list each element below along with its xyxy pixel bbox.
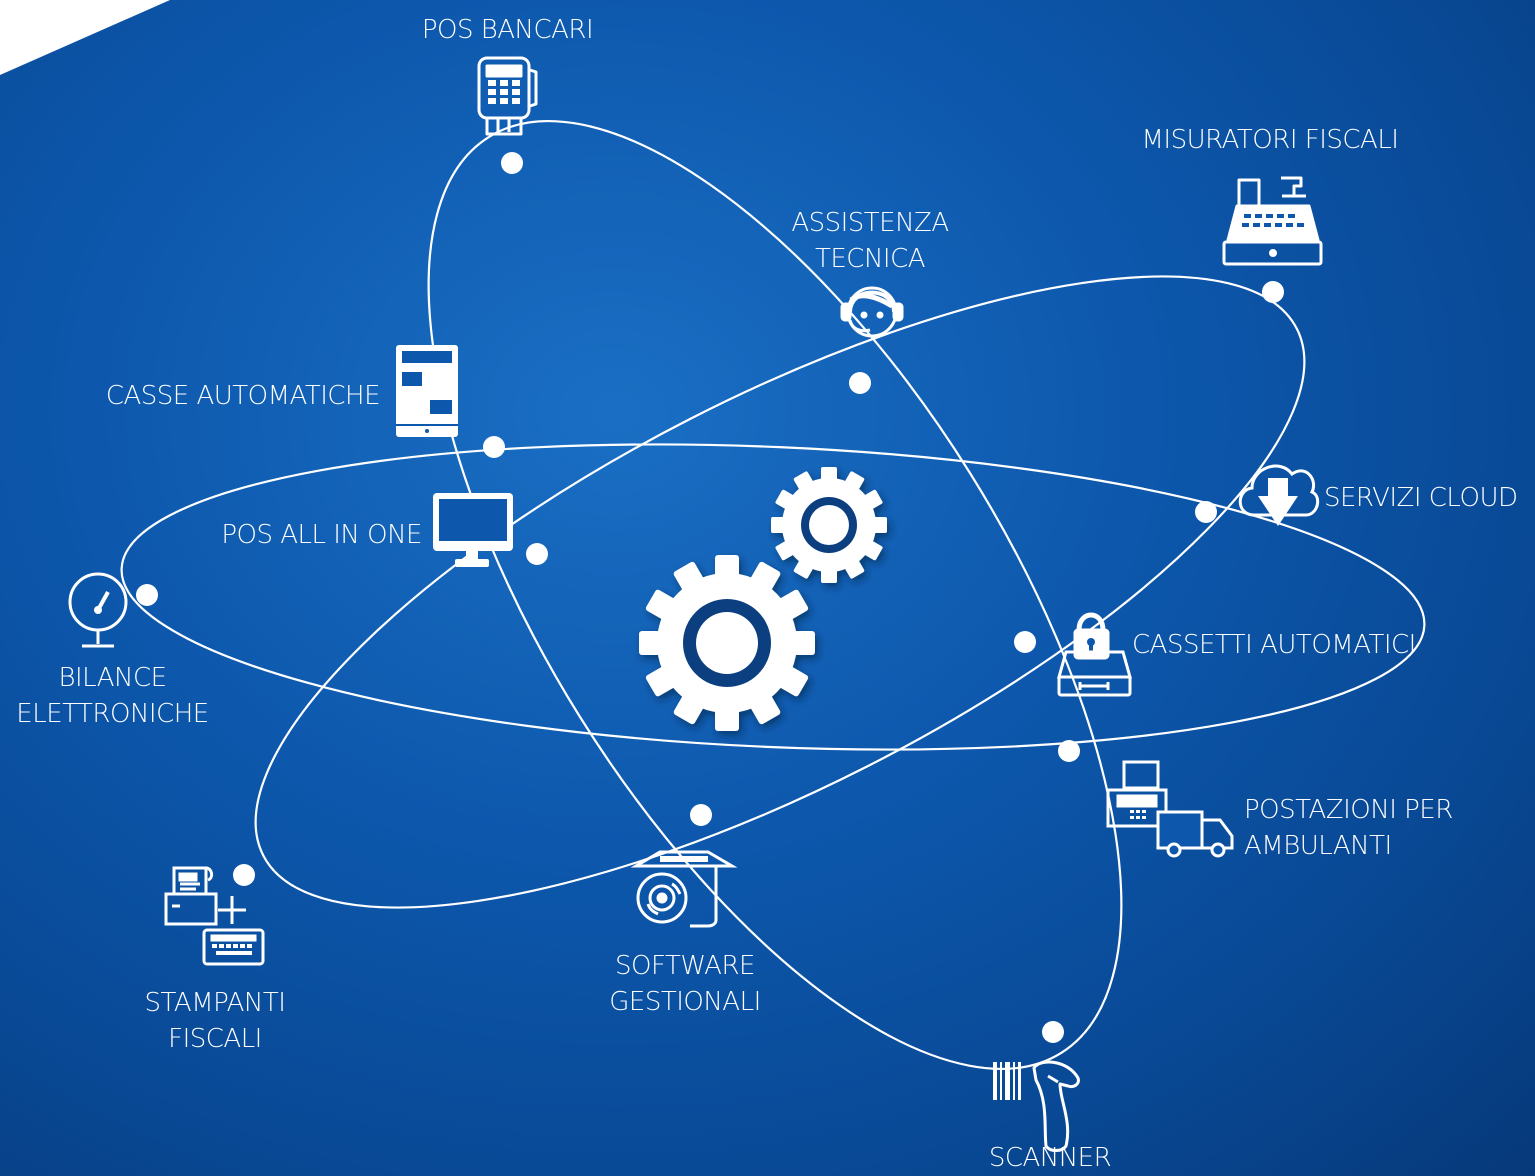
label-stampanti-line1: STAMPANTI	[144, 988, 286, 1018]
orbit-horizontal	[120, 443, 1426, 751]
node-cloud	[1195, 501, 1217, 523]
pos-terminal-icon	[477, 56, 538, 136]
label-assistenza-line1: ASSISTENZA	[791, 208, 949, 238]
label-stampanti-line2: FISCALI	[168, 1024, 262, 1054]
locked-drawer-icon	[1057, 612, 1132, 697]
node-stampanti	[233, 864, 255, 886]
label-bilance-line1: BILANCE	[58, 663, 167, 693]
orbit-diagonal-left	[427, 120, 1123, 1070]
corner-decoration	[0, 0, 170, 75]
fax-truck-icon	[1106, 760, 1234, 858]
label-scanner: SCANNER	[988, 1143, 1112, 1173]
node-pos-all-in-one	[526, 543, 548, 565]
orbit-diagonal-right	[254, 275, 1306, 909]
label-bilance-elettroniche: BILANCE ELETTRONICHE	[0, 660, 225, 732]
small-gear-icon	[771, 467, 887, 583]
node-postazioni	[1058, 740, 1080, 762]
cloud-download-icon	[1238, 464, 1320, 526]
label-software-gestionali: SOFTWARE GESTIONALI	[580, 948, 790, 1020]
label-software-line1: SOFTWARE	[615, 951, 755, 981]
node-cassetti	[1014, 631, 1036, 653]
software-disc-icon	[630, 850, 738, 928]
node-software	[690, 804, 712, 826]
node-bilance	[136, 584, 158, 606]
label-software-line2: GESTIONALI	[609, 987, 761, 1017]
printer-keyboard-icon	[164, 866, 265, 966]
node-scanner	[1042, 1021, 1064, 1043]
label-bilance-line2: ELETTRONICHE	[16, 699, 209, 729]
scale-icon	[68, 572, 128, 648]
label-assistenza-line2: TECNICA	[814, 244, 926, 274]
automatic-cash-machine-icon	[396, 345, 458, 437]
label-servizi-cloud: SERVIZI CLOUD	[1324, 483, 1518, 513]
label-pos-all-in-one: POS ALL IN ONE	[221, 520, 422, 550]
label-postazioni-line2: AMBULANTI	[1244, 831, 1392, 861]
node-misuratori	[1262, 281, 1284, 303]
label-pos-bancari: POS BANCARI	[421, 15, 594, 45]
label-misuratori-fiscali: MISURATORI FISCALI	[1141, 125, 1399, 155]
label-postazioni-per-ambulanti: POSTAZIONI PER AMBULANTI	[1244, 792, 1494, 864]
monitor-icon	[433, 493, 513, 567]
node-pos-bancari	[501, 152, 523, 174]
barcode-scanner-icon	[993, 1060, 1080, 1152]
headset-support-icon	[840, 286, 904, 338]
label-casse-automatiche: CASSE AUTOMATICHE	[105, 381, 381, 411]
label-stampanti-fiscali: STAMPANTI FISCALI	[110, 985, 320, 1057]
label-postazioni-line1: POSTAZIONI PER	[1244, 795, 1453, 825]
node-casse	[483, 436, 505, 458]
node-assistenza	[849, 372, 871, 394]
large-gear-icon	[639, 555, 815, 731]
label-assistenza-tecnica: ASSISTENZA TECNICA	[770, 205, 970, 277]
cash-register-icon	[1222, 176, 1323, 266]
label-cassetti-automatici: CASSETTI AUTOMATICI	[1132, 630, 1416, 660]
